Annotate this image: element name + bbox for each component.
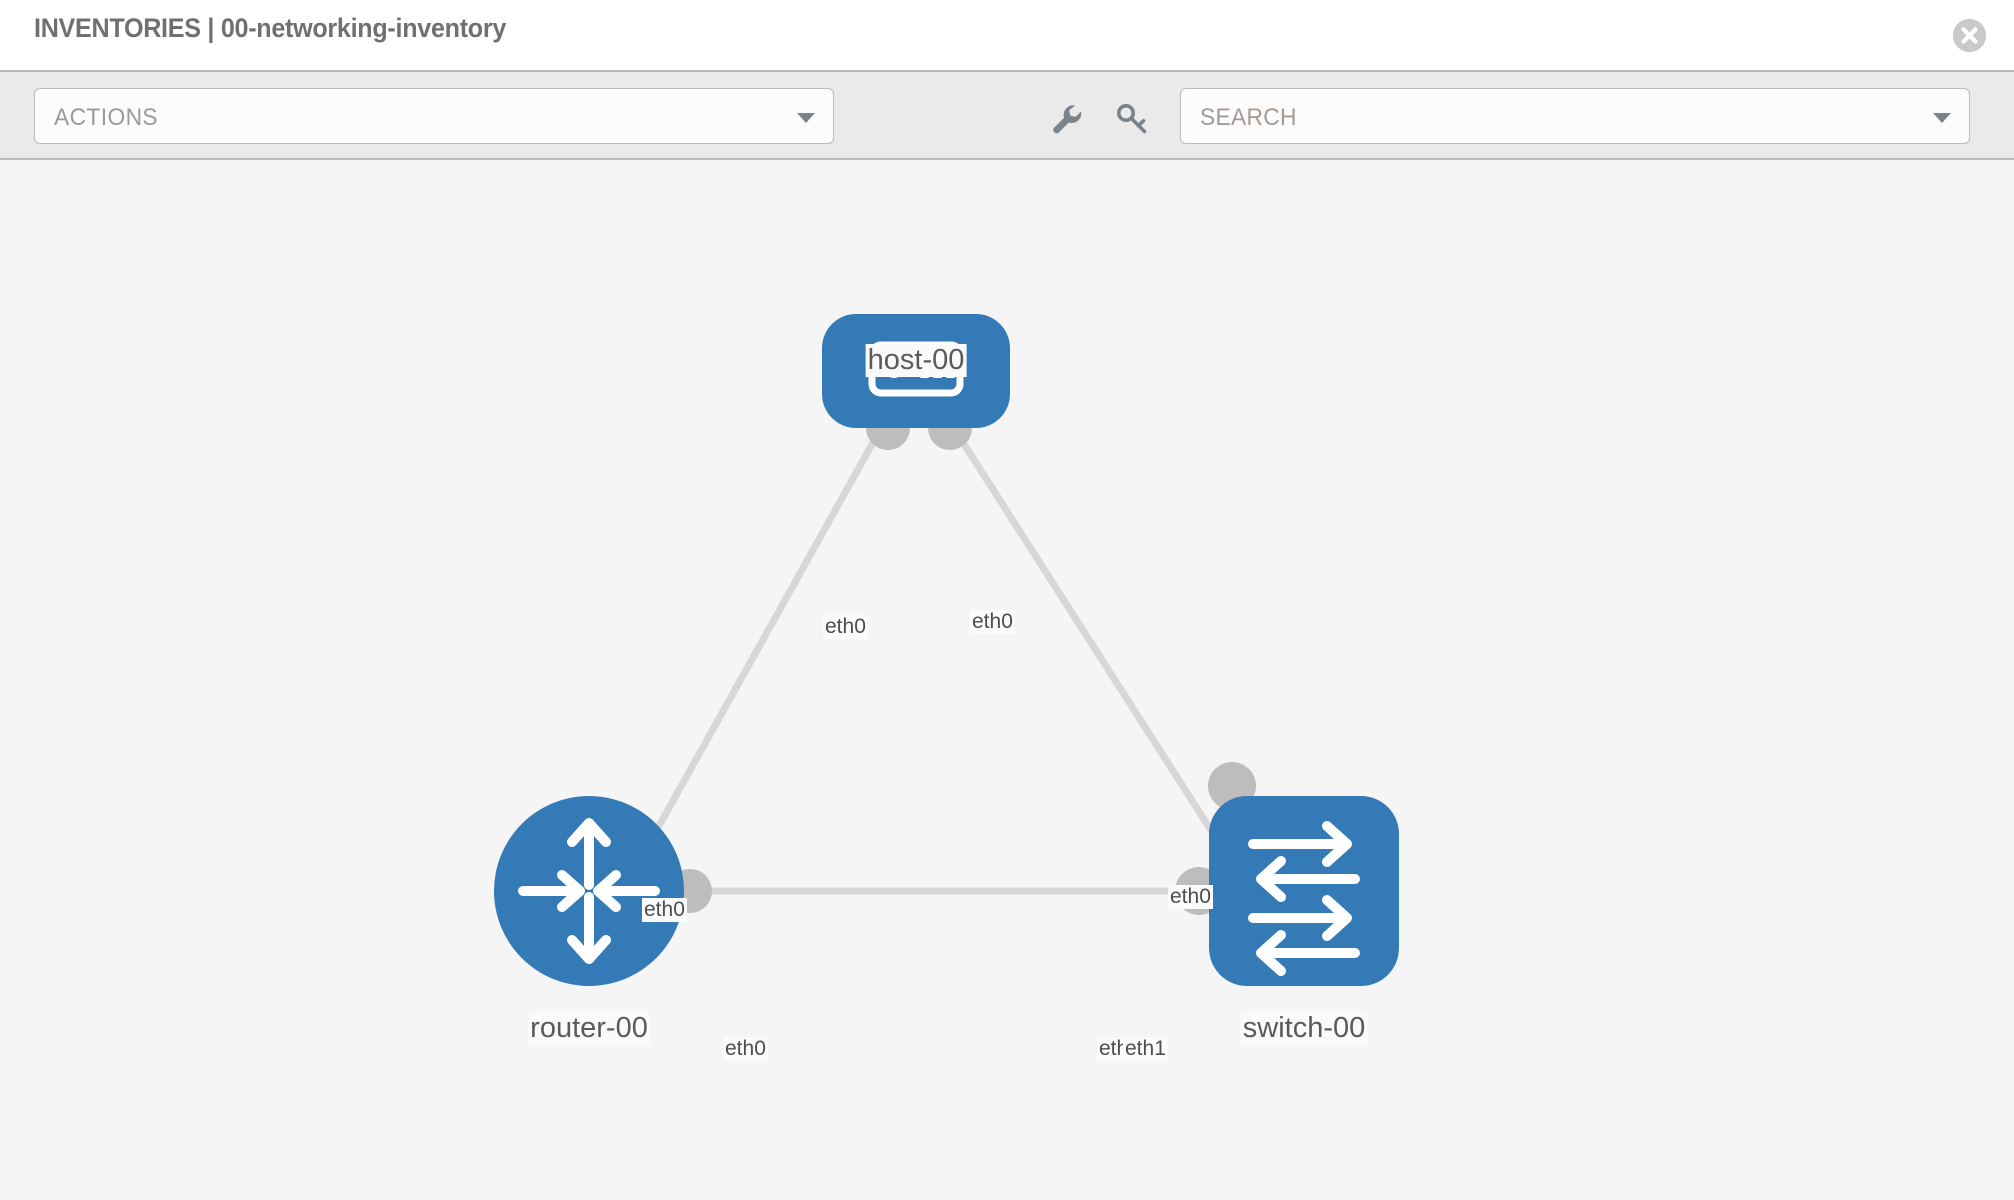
edge-host-switch xyxy=(952,428,1233,862)
topology-canvas[interactable]: host-00 router-00 switch-00 eth0 eth0 et… xyxy=(0,160,2014,1200)
node-label-router-00: router-00 xyxy=(528,1012,650,1045)
node-switch-00 xyxy=(1209,796,1399,986)
key-icon[interactable] xyxy=(1112,98,1152,138)
edge-label-switch-eth0-up: eth0 xyxy=(1168,885,1213,909)
page-title: INVENTORIES | 00-networking-inventory xyxy=(34,13,507,43)
wrench-icon[interactable] xyxy=(1046,98,1086,138)
actions-dropdown[interactable]: ACTIONS xyxy=(34,88,834,144)
edge-label-router-eth0-up: eth0 xyxy=(642,898,687,922)
search-input[interactable]: SEARCH xyxy=(1180,88,1970,144)
search-placeholder: SEARCH xyxy=(1200,104,1297,131)
router-arrows-icon xyxy=(518,818,660,964)
page-header: INVENTORIES | 00-networking-inventory xyxy=(0,0,2014,70)
node-label-switch-00: switch-00 xyxy=(1240,1012,1368,1045)
edge-label-host-eth0-right: eth0 xyxy=(970,610,1015,634)
close-icon[interactable] xyxy=(1953,19,1986,52)
chevron-down-icon[interactable] xyxy=(1933,113,1951,123)
chevron-down-icon xyxy=(797,113,815,123)
edge-host-router xyxy=(636,428,884,862)
port-stubs xyxy=(668,406,1256,915)
node-label-host-00: host-00 xyxy=(865,344,967,377)
edge-label-switch-eth1: eth1 xyxy=(1123,1037,1168,1061)
actions-dropdown-label: ACTIONS xyxy=(54,104,159,131)
switch-arrows-icon xyxy=(1248,821,1360,976)
edge-label-router-eth0-right: eth0 xyxy=(723,1037,768,1061)
node-router-00 xyxy=(494,796,684,986)
edge-label-host-eth0-left: eth0 xyxy=(823,615,868,639)
topology-graph xyxy=(494,314,1399,986)
toolbar: ACTIONS SEARCH xyxy=(0,70,2014,160)
